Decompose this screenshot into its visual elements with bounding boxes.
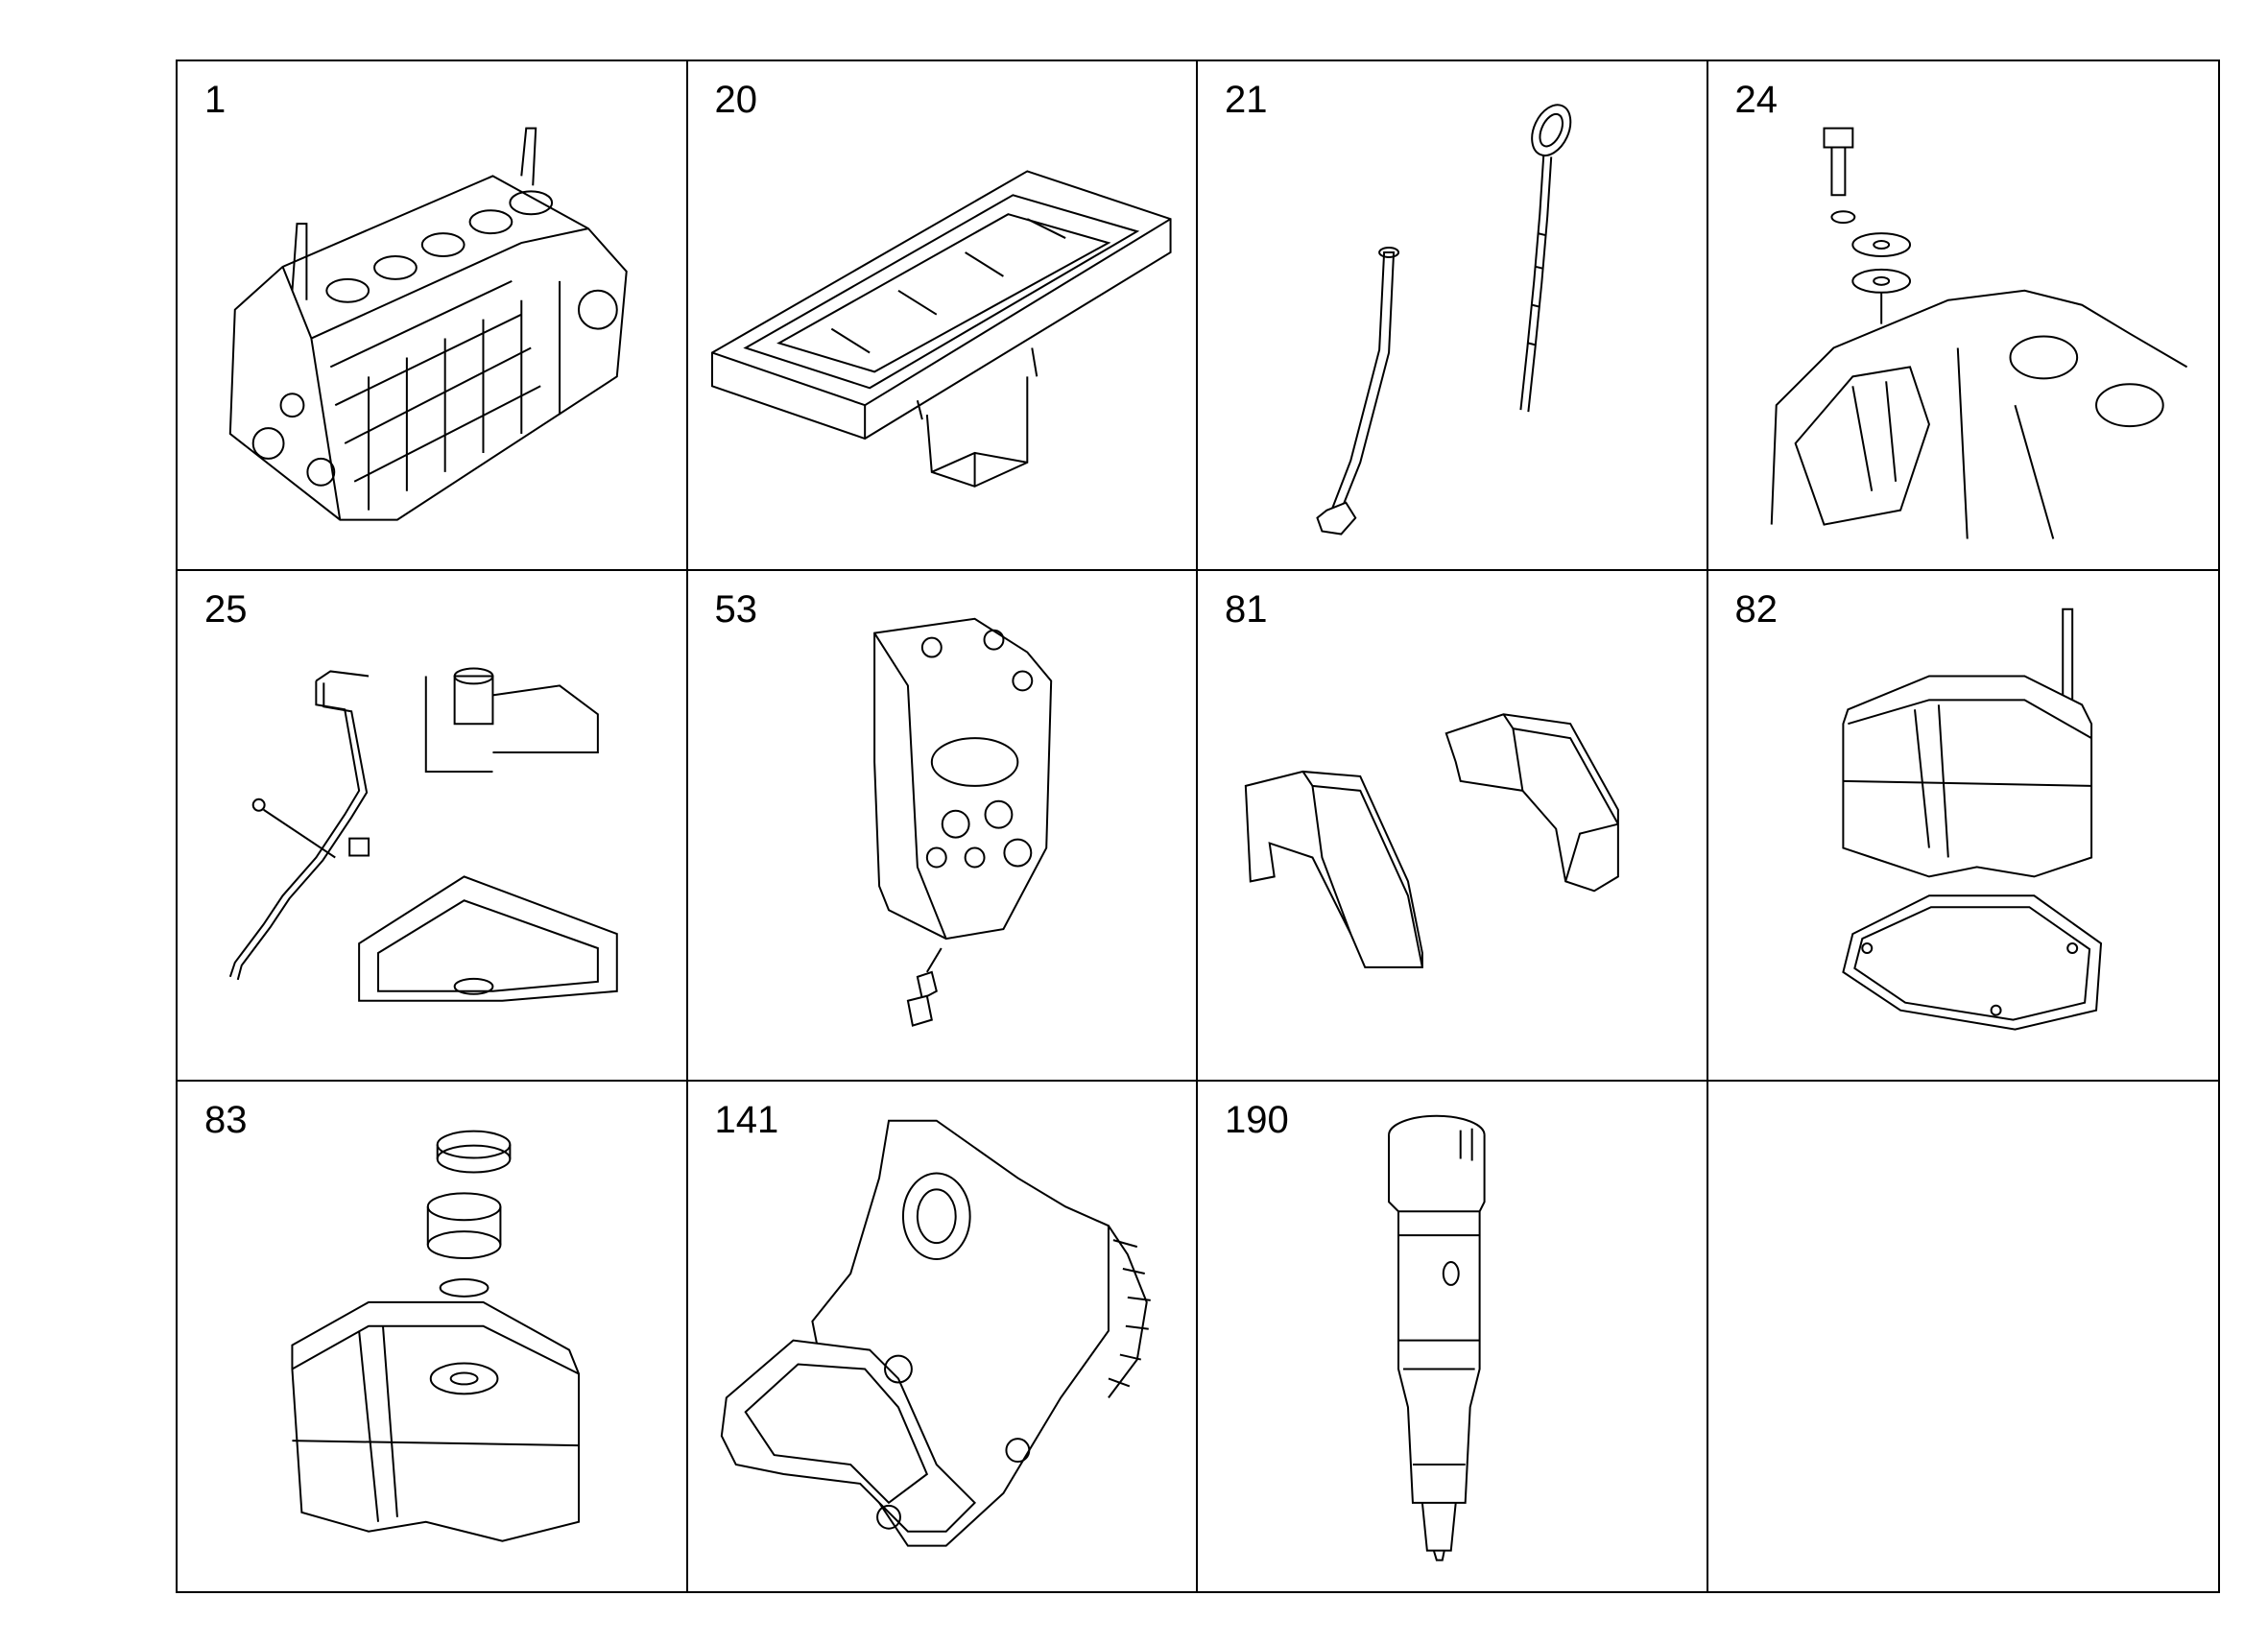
part-number: 190	[1225, 1098, 1289, 1141]
part-number: 81	[1225, 588, 1268, 631]
part-number: 82	[1734, 588, 1779, 631]
part-number: 25	[204, 588, 248, 631]
part-cell-1[interactable]: 1	[178, 61, 688, 572]
gear-housing-illustration	[688, 1082, 1197, 1591]
part-number: 20	[714, 79, 758, 121]
part-cell-81[interactable]: 81	[1198, 571, 1708, 1082]
part-number: 24	[1734, 79, 1779, 121]
part-number: 1	[204, 79, 227, 121]
part-number: 53	[714, 588, 758, 631]
part-cell-24[interactable]: 24	[1707, 61, 2219, 572]
part-cell-53[interactable]: 53	[687, 571, 1198, 1082]
part-number: 141	[714, 1098, 779, 1141]
part-cell-82[interactable]: 82	[1707, 571, 2219, 1082]
injector-illustration	[1198, 1082, 1707, 1591]
part-cell-20[interactable]: 20	[687, 61, 1198, 572]
oil-pan-illustration	[688, 61, 1197, 569]
flange-bolt-illustration	[1708, 61, 2219, 569]
dipstick-illustration	[1198, 61, 1707, 569]
empty-cell	[1708, 1082, 2219, 1591]
parts-grid: 1 20	[176, 60, 2220, 1593]
part-cell-190[interactable]: 190	[1198, 1081, 1708, 1591]
part-number: 83	[204, 1098, 248, 1141]
part-cell-141[interactable]: 141	[688, 1081, 1198, 1591]
engine-block-illustration	[178, 61, 686, 569]
oil-line-illustration	[178, 571, 686, 1079]
part-cell-21[interactable]: 21	[1198, 61, 1708, 572]
valve-cover-cap-illustration	[178, 1082, 686, 1591]
valve-cover-gasket-illustration	[1708, 571, 2219, 1079]
pump-housing-illustration	[688, 571, 1197, 1079]
part-cell-83[interactable]: 83	[178, 1081, 688, 1591]
part-cell-25[interactable]: 25	[178, 571, 688, 1082]
part-number: 21	[1225, 79, 1268, 121]
brackets-illustration	[1198, 571, 1707, 1079]
